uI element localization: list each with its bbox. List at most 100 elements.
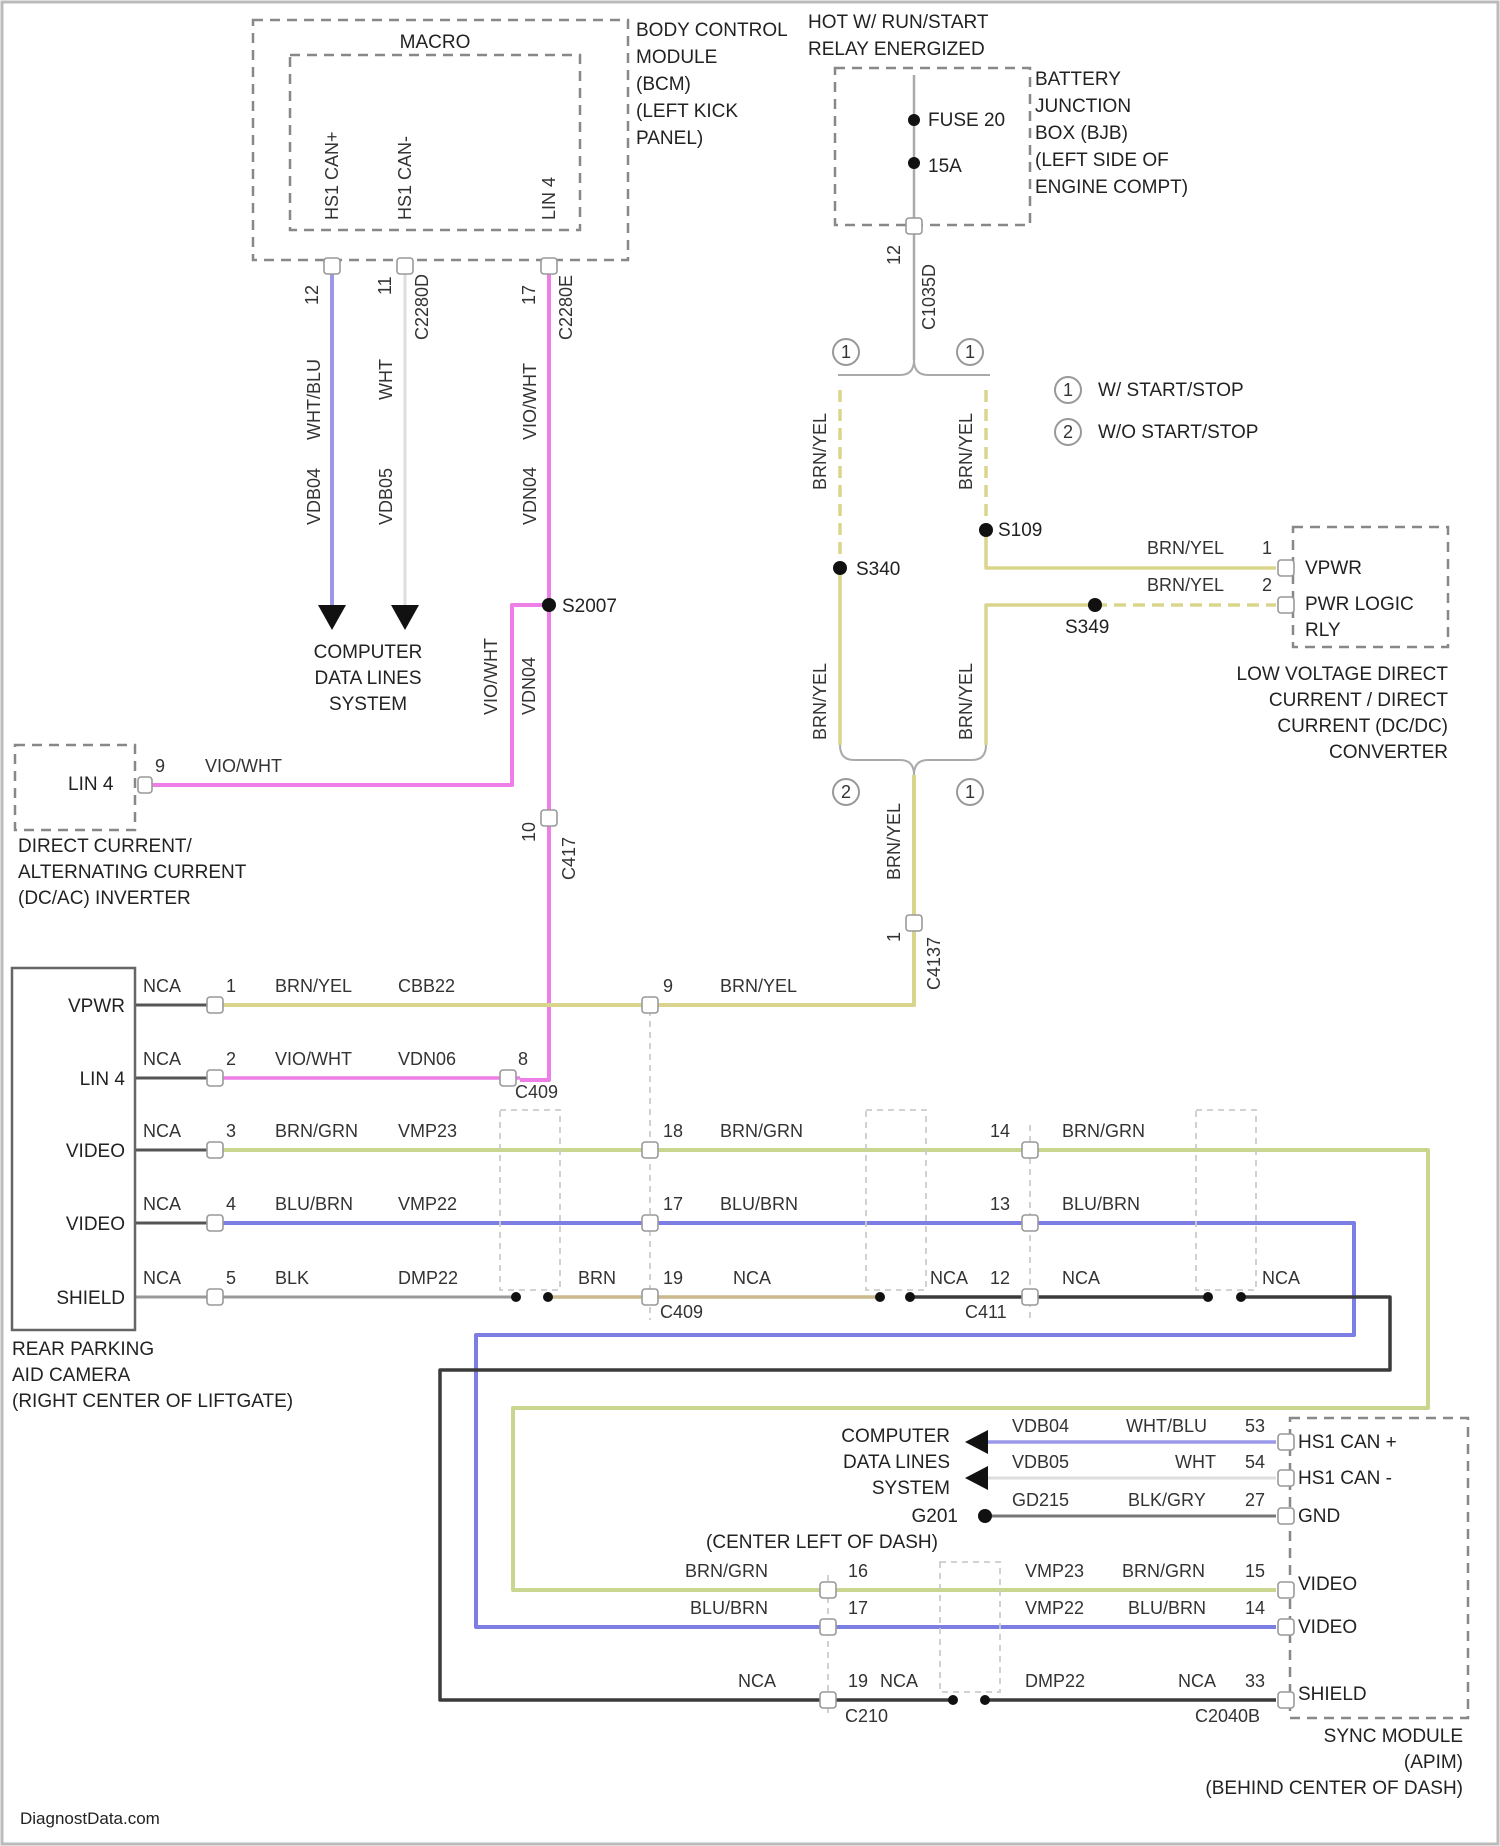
wire-color-label: BLU/BRN xyxy=(1062,1194,1140,1214)
shield-drain-dot xyxy=(980,1695,990,1705)
wire-color-label: BLU/BRN xyxy=(275,1194,353,1214)
splice-label: S340 xyxy=(856,559,900,580)
c210-pin-number: 16 xyxy=(848,1561,868,1581)
c409-pin xyxy=(642,1142,658,1158)
camera-pin-number: 4 xyxy=(226,1194,236,1214)
splice-dot xyxy=(542,598,556,612)
nca-label: NCA xyxy=(880,1671,918,1691)
circuit-label: VMP23 xyxy=(398,1121,457,1141)
camera-pin-number: 1 xyxy=(226,976,236,996)
shield-drain-dot xyxy=(543,1292,553,1302)
legend-text: W/ START/STOP xyxy=(1098,380,1244,401)
dcdc-pin-number: 2 xyxy=(1262,575,1272,595)
sync-title: (BEHIND CENTER OF DASH) xyxy=(1205,1778,1463,1799)
ground-dot xyxy=(978,1509,992,1523)
bcm-pin-label: LIN 4 xyxy=(539,177,559,220)
wire-color-label: BRN/GRN xyxy=(720,1121,803,1141)
legend-symbol: 2 xyxy=(1063,422,1073,442)
circuit-label: VMP22 xyxy=(1025,1598,1084,1618)
camera-pin-connector xyxy=(207,1070,223,1086)
dcdc-pin-label: PWR LOGIC xyxy=(1305,594,1414,615)
c210-pin xyxy=(820,1619,836,1635)
inverter-pin-label: LIN 4 xyxy=(68,774,114,795)
circuit-label: VDB05 xyxy=(1012,1452,1069,1472)
sync-title: (APIM) xyxy=(1404,1752,1463,1773)
ground-label: G201 xyxy=(912,1506,958,1527)
dcdc-title: CURRENT / DIRECT xyxy=(1269,690,1448,711)
dcdc-title: LOW VOLTAGE DIRECT xyxy=(1237,664,1449,685)
wire-color-label: BRN xyxy=(578,1268,616,1288)
wire-color-label: NCA xyxy=(1178,1671,1216,1691)
c210-label: C210 xyxy=(845,1706,888,1726)
bcm-pin-number: 11 xyxy=(375,276,395,295)
wire-color-label: BLK xyxy=(275,1268,309,1288)
sync-pin-connector xyxy=(1278,1508,1294,1524)
wire-color-label: BRN/YEL xyxy=(275,976,352,996)
circuit-label: DMP22 xyxy=(1025,1671,1085,1691)
wire-color-label: BRN/GRN xyxy=(685,1561,768,1581)
c409-pin xyxy=(642,1289,658,1305)
c210-pin-number: 19 xyxy=(848,1671,868,1691)
dcdc-pin-connector xyxy=(1278,597,1294,613)
wire-color-label: BLU/BRN xyxy=(720,1194,798,1214)
wire-color-label: WHT/BLU xyxy=(304,359,324,440)
wire-color-label: BRN/YEL xyxy=(720,976,797,996)
sync-pin-label: HS1 CAN + xyxy=(1298,1432,1397,1453)
wire-color-label: WHT/BLU xyxy=(1126,1416,1207,1436)
inverter-title: DIRECT CURRENT/ xyxy=(18,836,193,857)
inline-connector-label: C4137 xyxy=(924,937,944,990)
fuse-terminal-dot xyxy=(908,114,920,126)
bcm-title: (LEFT KICK xyxy=(636,101,738,122)
wire-color-label: BRN/YEL xyxy=(956,663,976,740)
wire-color-label: BRN/YEL xyxy=(956,413,976,490)
c411-pin-number: 12 xyxy=(990,1268,1010,1288)
c411-pin xyxy=(1022,1215,1038,1231)
fuse-pin-number: 12 xyxy=(884,245,904,265)
sync-title: SYNC MODULE xyxy=(1324,1726,1463,1747)
bcm-pin-connector xyxy=(541,258,557,274)
shield-drain-dot xyxy=(511,1292,521,1302)
sync-pin-connector xyxy=(1278,1619,1294,1635)
c409-label: C409 xyxy=(660,1302,703,1322)
inline-pin-number: 10 xyxy=(519,822,539,842)
wire-color-label: BRN/YEL xyxy=(1147,538,1224,558)
dcdc-title: CONVERTER xyxy=(1329,742,1448,763)
data-lines-label: SYSTEM xyxy=(329,694,407,715)
nca-label: NCA xyxy=(143,1268,181,1288)
dcdc-pin-label: RLY xyxy=(1305,620,1341,641)
variant-mark: 2 xyxy=(841,782,851,802)
bcm-title: BODY CONTROL xyxy=(636,20,788,41)
sync-connector-label: C2040B xyxy=(1195,1706,1260,1726)
splice-dot xyxy=(979,523,993,537)
wire-color-label: BRN/YEL xyxy=(884,803,904,880)
c411-pin xyxy=(1022,1289,1038,1305)
sync-pin-number: 14 xyxy=(1245,1598,1265,1618)
bcm-title: PANEL) xyxy=(636,128,703,149)
fuse-name: FUSE 20 xyxy=(928,110,1005,131)
legend-symbol: 1 xyxy=(1063,380,1073,400)
wire-color-label: NCA xyxy=(1262,1268,1300,1288)
wire-color-label: BRN/GRN xyxy=(1122,1561,1205,1581)
nca-label: NCA xyxy=(143,1049,181,1069)
wire-color-label: VIO/WHT xyxy=(520,363,540,440)
circuit-label: VDB04 xyxy=(304,468,324,525)
data-lines-label: COMPUTER xyxy=(314,642,423,663)
sync-pin-connector xyxy=(1278,1470,1294,1486)
splice-label: S2007 xyxy=(562,596,617,617)
variant-mark: 1 xyxy=(965,342,975,362)
camera-pin-connector xyxy=(207,1215,223,1231)
shield-drain-dot xyxy=(875,1292,885,1302)
data-lines-label: DATA LINES xyxy=(315,668,422,689)
bcm-connector-label: C2280D xyxy=(412,274,432,340)
inverter-title: (DC/AC) INVERTER xyxy=(18,888,191,909)
bjb-title: BATTERY xyxy=(1035,69,1121,90)
wire-color-label: BRN/YEL xyxy=(810,663,830,740)
nca-label: NCA xyxy=(930,1268,968,1288)
inverter-pin-connector xyxy=(138,777,152,793)
c411-label: C411 xyxy=(965,1302,1007,1322)
fuse-rating: 15A xyxy=(928,156,962,177)
inline-connector xyxy=(541,810,557,826)
data-lines-label: DATA LINES xyxy=(843,1452,950,1473)
dcdc-pin-label: VPWR xyxy=(1305,558,1362,579)
